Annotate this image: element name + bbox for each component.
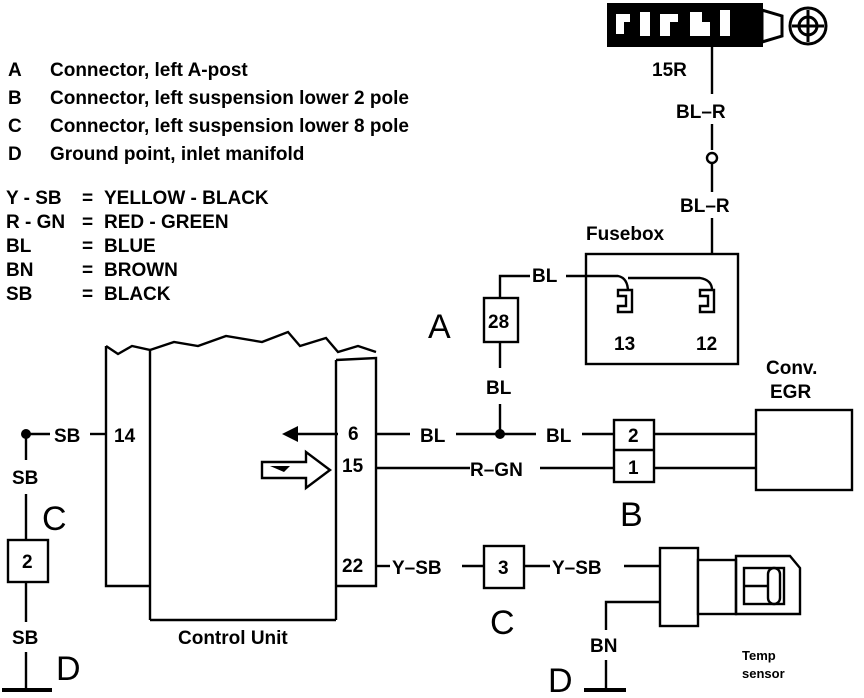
legend-colors: Y - SB = YELLOW - BLACK R - GN = RED - G… [6, 188, 269, 305]
legend-eq-2: = [82, 212, 93, 233]
input-arrow-icon [260, 449, 332, 491]
connector-b-pin-1: 1 [628, 458, 639, 479]
legend-key-c: C [8, 116, 22, 137]
fuse-13-icon [616, 288, 634, 314]
wire-label-bl-6: BL [420, 426, 446, 447]
legend-eq-1: = [82, 188, 93, 209]
fuse-label-12: 12 [696, 334, 717, 355]
pin-15: 15 [342, 456, 364, 477]
ground-d-right-letter: D [548, 662, 573, 698]
wire-label-y-sb-right: Y–SB [552, 558, 602, 579]
connector-c-left-letter: C [42, 500, 67, 538]
legend-code-bl: BL [6, 236, 32, 257]
wire-label-bl-r-1: BL–R [676, 102, 726, 123]
legend-name-ysb: YELLOW - BLACK [104, 188, 269, 209]
wire-label-sb-vert: SB [12, 468, 38, 489]
legend-name-rgn: RED - GREEN [104, 212, 229, 233]
temp-sensor-label-line1: Temp [742, 648, 776, 663]
wire-label-bl-vert: BL [486, 378, 512, 399]
legend-code-sb: SB [6, 284, 32, 305]
connector-a-letter: A [428, 308, 451, 346]
legend-code-bn: BN [6, 260, 33, 281]
fusebox-title: Fusebox [586, 224, 665, 245]
wire-label-sb-ground: SB [12, 628, 38, 649]
wire-bn [604, 600, 660, 630]
temp-sensor [658, 546, 802, 628]
control-unit-label: Control Unit [178, 628, 288, 649]
legend-eq-5: = [82, 284, 93, 305]
ignition-block [607, 3, 828, 47]
legend-name-sb: BLACK [104, 284, 171, 305]
inline-splice-icon [705, 151, 719, 165]
pin-22: 22 [342, 556, 363, 577]
connector-b-letter: B [620, 496, 643, 534]
wire-label-bl-right: BL [546, 426, 572, 447]
legend-key-a: A [8, 60, 22, 81]
connector-c-mid-letter: C [490, 604, 515, 642]
legend-text-d: Ground point, inlet manifold [50, 144, 304, 165]
ground-d-left-letter: D [56, 650, 81, 688]
control-unit-torn-top [149, 330, 377, 354]
splice-point-mid [495, 429, 505, 439]
connector-c-left-pin: 2 [22, 552, 33, 573]
wire-bl-fusebox [498, 274, 530, 298]
legend-text-c: Connector, left suspension lower 8 pole [50, 116, 409, 137]
wire-label-sb-14: SB [54, 426, 80, 447]
legend-name-bn: BROWN [104, 260, 178, 281]
legend-code-ysb: Y - SB [6, 188, 62, 209]
thermistor-icon [766, 566, 782, 606]
legend-text-a: Connector, left A-post [50, 60, 248, 81]
connector-c-mid-pin: 3 [498, 558, 509, 579]
wire-label-bn: BN [590, 636, 617, 657]
pin-6: 6 [348, 424, 359, 445]
wire-label-bl-fusebox: BL [532, 266, 558, 287]
wire-label-15r: 15R [652, 60, 687, 81]
connector-b-pin-2: 2 [628, 426, 639, 447]
egr-label-line2: EGR [770, 382, 811, 403]
wire-label-r-gn: R–GN [470, 460, 523, 481]
pin-14: 14 [114, 426, 136, 447]
connector-c-mid [482, 544, 526, 590]
control-unit-left-wall [104, 346, 150, 588]
egr-label-line1: Conv. [766, 358, 817, 379]
fuse-label-13: 13 [614, 334, 635, 355]
legend-text-b: Connector, left suspension lower 2 pole [50, 88, 409, 109]
legend-code-rgn: R - GN [6, 212, 65, 233]
temp-sensor-label-line2: sensor [742, 666, 785, 681]
legend-eq-3: = [82, 236, 93, 257]
legend-key-b: B [8, 88, 22, 109]
legend-eq-4: = [82, 260, 93, 281]
legend-key-d: D [8, 144, 22, 165]
wire-label-y-sb-left: Y–SB [392, 558, 442, 579]
legend-letters: A Connector, left A-post B Connector, le… [8, 60, 409, 165]
legend-name-bl: BLUE [104, 236, 156, 257]
fuse-12-icon [698, 288, 716, 314]
connector-a-pin: 28 [488, 312, 509, 333]
conv-egr-unit [754, 408, 854, 492]
wire-label-bl-r-2: BL–R [680, 196, 730, 217]
connector-c-left [6, 538, 50, 584]
output-arrow-icon [282, 426, 298, 442]
